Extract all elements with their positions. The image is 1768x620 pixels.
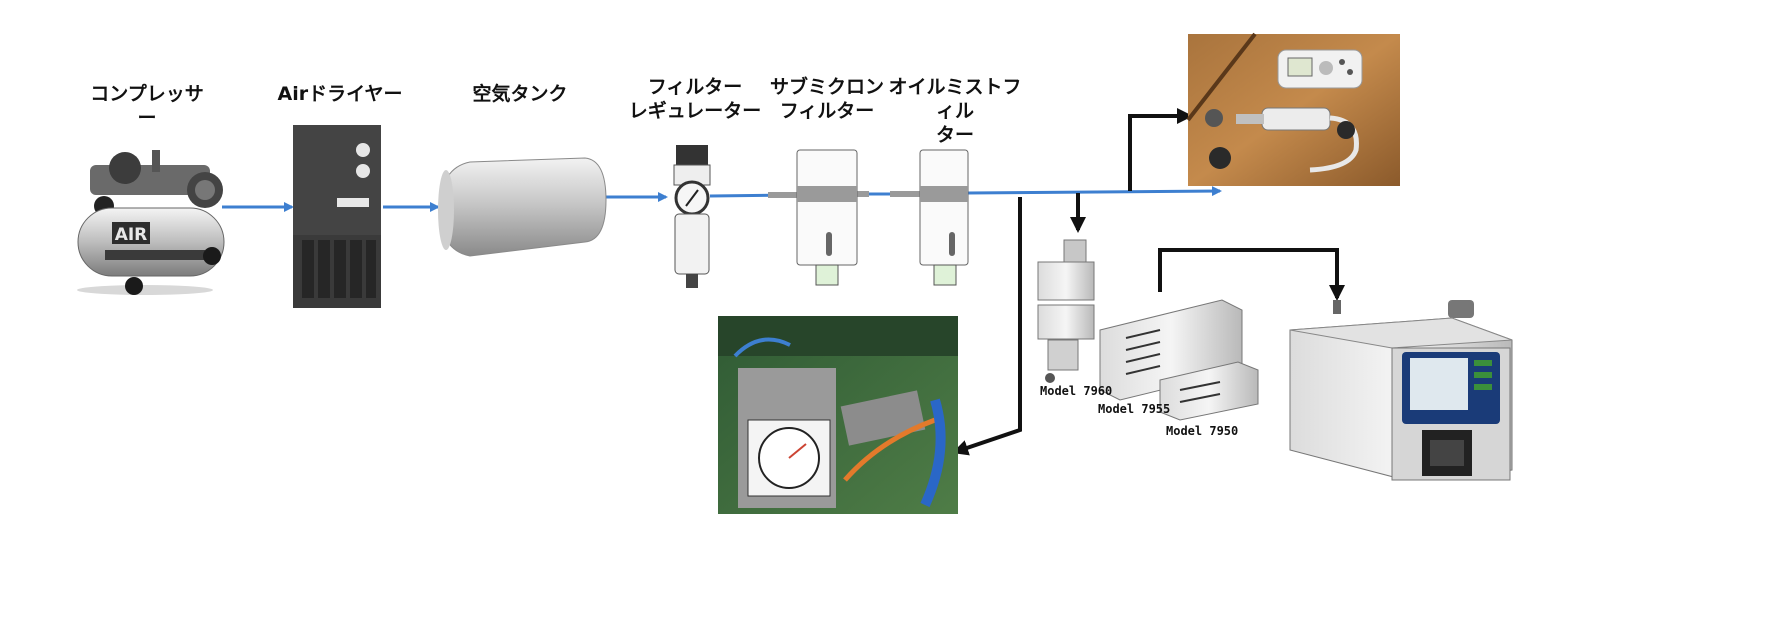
branch-arrow-flowmeter: [952, 197, 1022, 456]
label-air-dryer: Airドライヤー: [277, 83, 403, 105]
label-model-7950: Model 7950: [1166, 424, 1239, 438]
label-model-7960: Model 7960: [1040, 384, 1113, 398]
label-submicron-filter: サブミクロン フィルター: [769, 76, 884, 122]
filter-regulator-icon: [673, 145, 711, 288]
compressor-icon: AIR: [77, 150, 225, 295]
branch-arrow-meter: [1128, 108, 1193, 191]
flowmeter-photo: [718, 316, 958, 514]
meter-photo: [1186, 32, 1400, 186]
label-compressor: コンプレッサー: [90, 83, 204, 129]
label-air-tank: 空気タンク: [472, 83, 568, 105]
pipe-joints: [768, 191, 920, 198]
branch-arrow-counter: [1158, 248, 1345, 301]
diluter-stack-7960: [1037, 239, 1095, 383]
label-filter-regulator: フィルター レギュレーター: [628, 76, 762, 122]
particle-counter-icon: [1289, 300, 1513, 481]
submicron-filter-icon: [796, 149, 858, 286]
label-model-7955: Model 7955: [1098, 402, 1171, 416]
oil-mist-filter-icon: [919, 149, 969, 286]
air-dryer-icon: [293, 125, 381, 308]
label-oil-mist-filter: オイルミストフィル ター: [888, 76, 1022, 146]
compressor-device-text: AIR: [115, 225, 148, 245]
air-tank-icon: [438, 157, 607, 257]
diluter-7950: [1159, 361, 1259, 421]
